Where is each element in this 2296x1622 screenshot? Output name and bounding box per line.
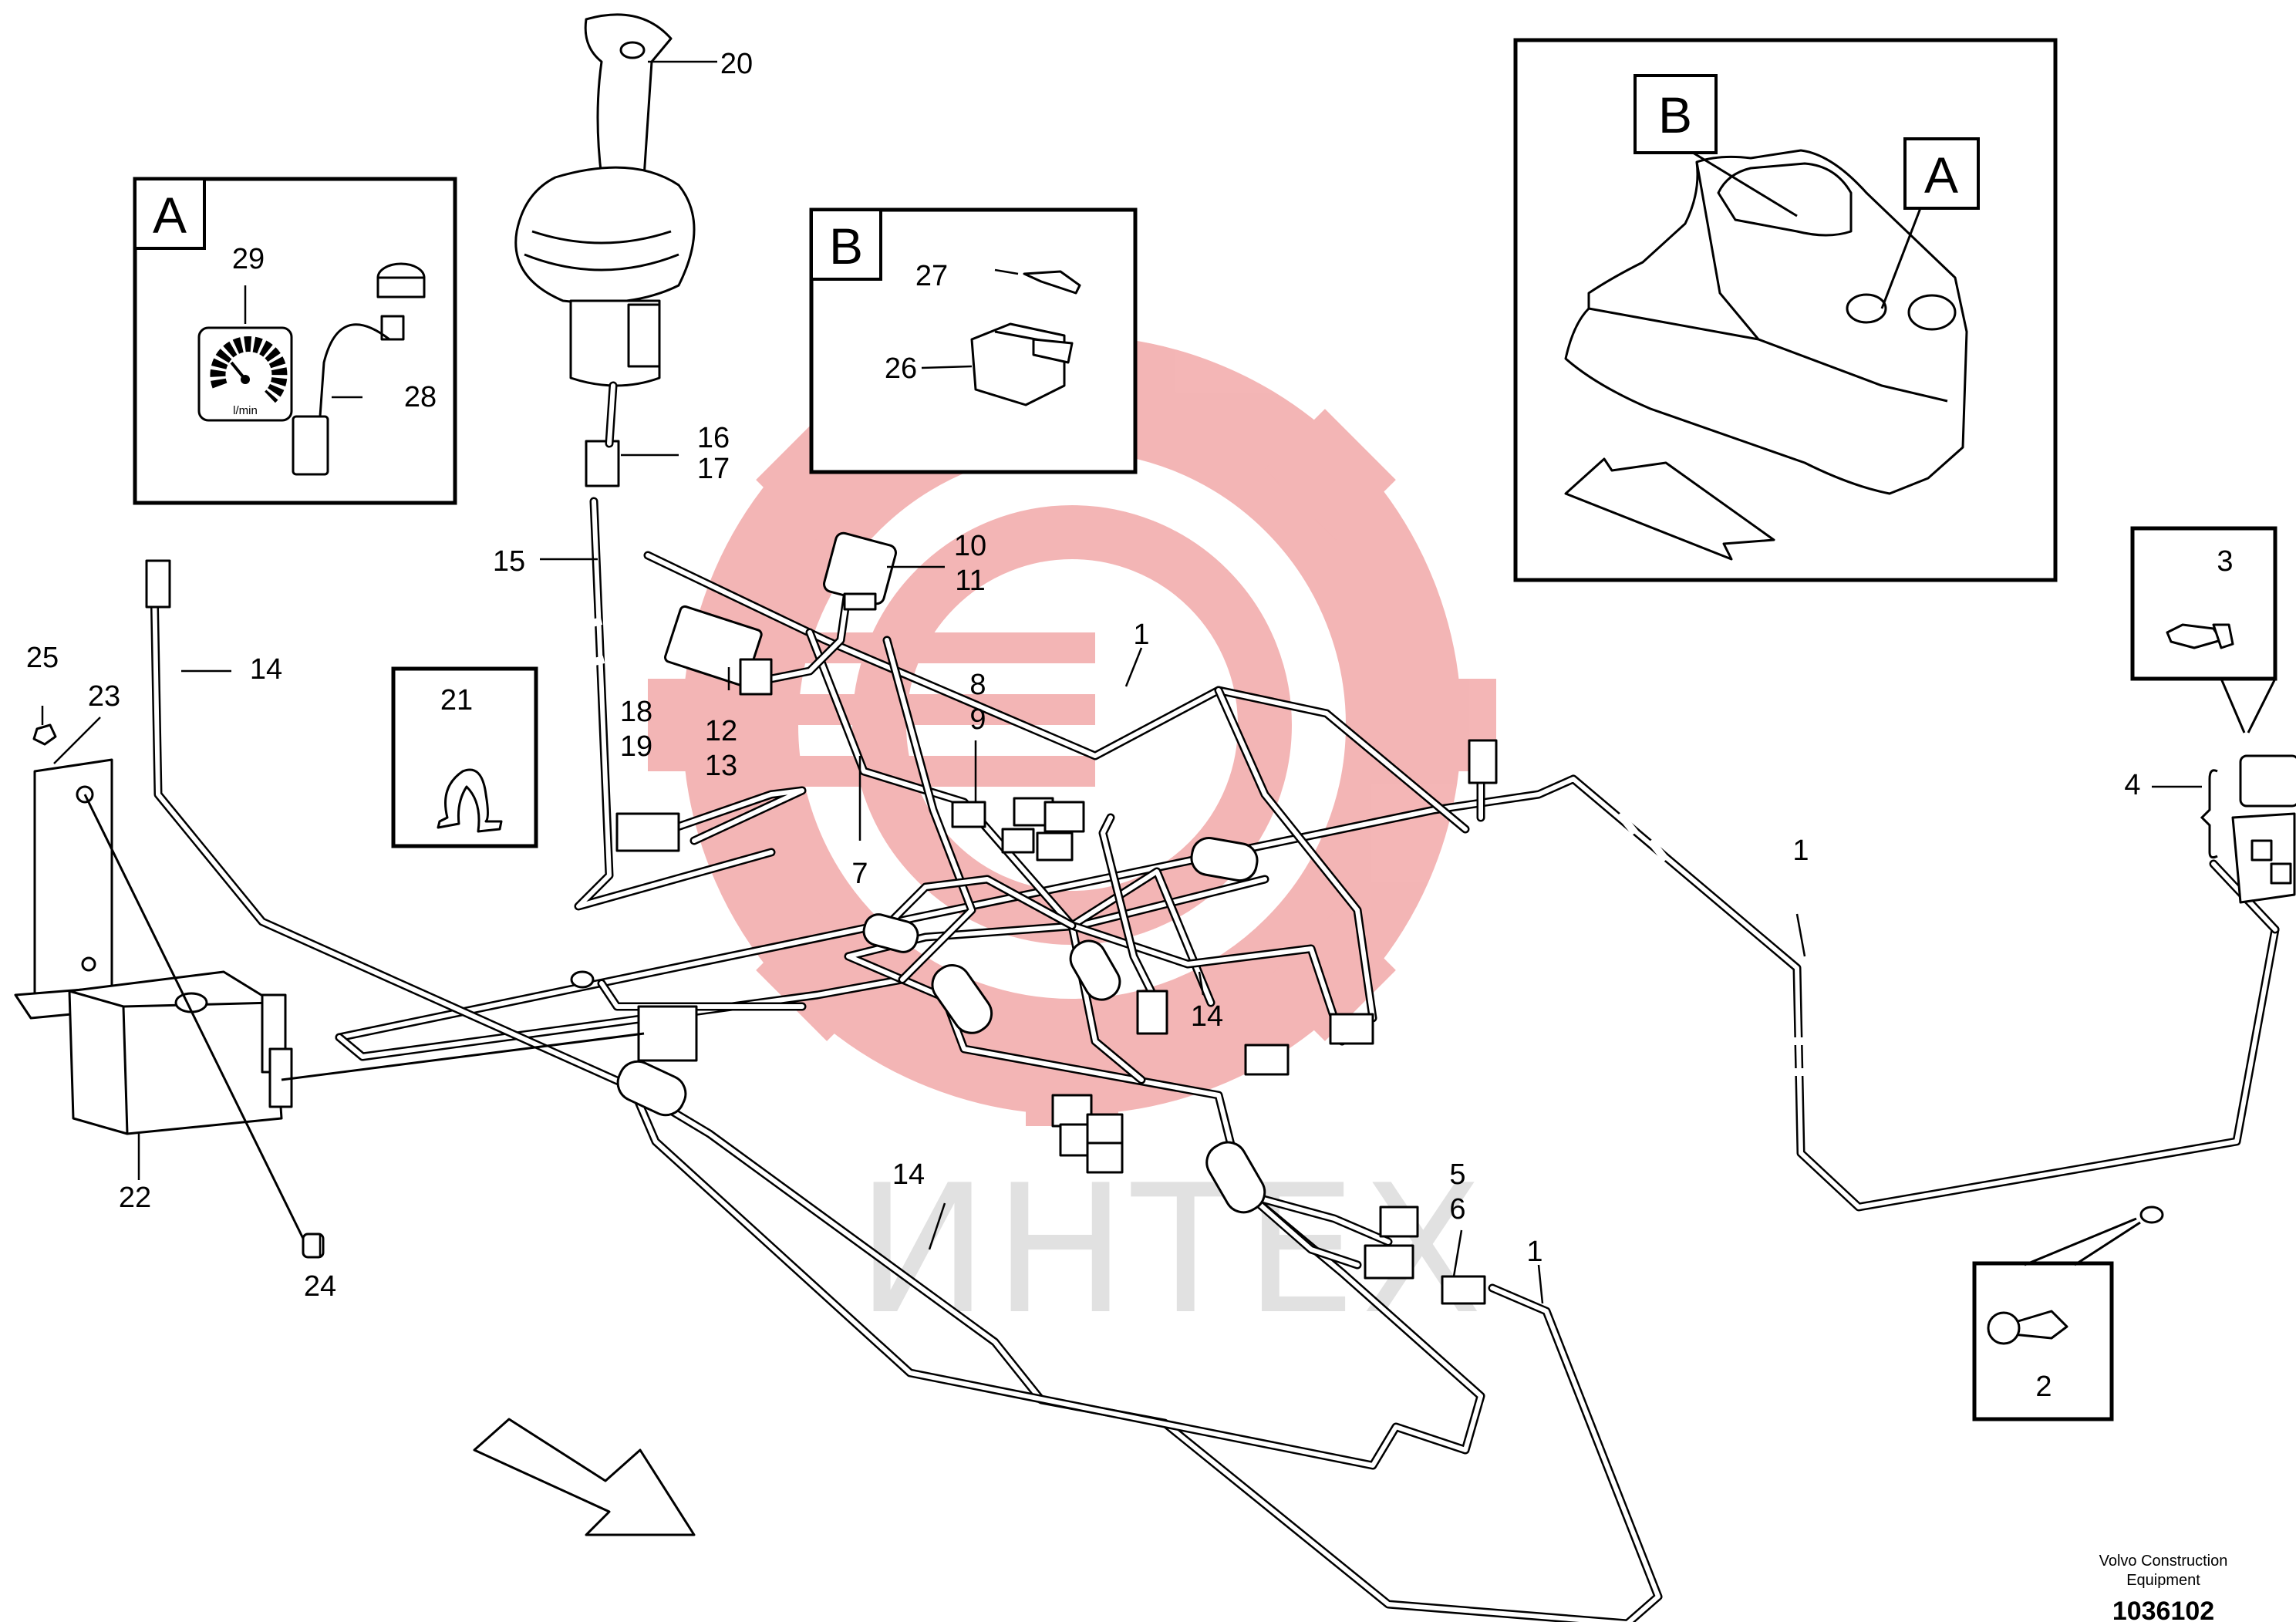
callout-1c: 1 [1526,1236,1542,1268]
gauge-unit: l/min [233,404,258,417]
callout-26: 26 [885,352,917,385]
callout-14b: 14 [1191,1000,1223,1033]
callout-10: 10 [954,530,986,562]
callout-9: 9 [969,703,986,736]
detail-box-a: A l/min [133,177,457,505]
callout-14a: 14 [250,653,282,686]
connector-18-19 [615,812,680,852]
drawing-number: 1036102 [2112,1597,2214,1622]
callout-6: 6 [1449,1193,1465,1226]
lever-cap-27 [1023,270,1081,295]
connector-5-6 [1364,1206,1486,1305]
detail-box-21 [391,666,538,848]
connector-pair-low [1051,1094,1124,1174]
ring-terminal-right [2139,1206,2164,1224]
footer-credits: Volvo Construction Equipment 1036102 [2099,1553,2228,1622]
callout-5: 5 [1449,1158,1465,1191]
callout-17: 17 [697,453,730,485]
detail-label-a: A [153,187,187,244]
connector-14-left [145,559,171,609]
callout-2: 2 [2035,1371,2052,1403]
callout-25: 25 [26,642,59,674]
wire-break-marks [325,617,2093,1152]
callout-21: 21 [440,684,473,717]
joystick-20 [514,13,696,448]
fuse-holder-4 [2200,754,2296,904]
ferrite-sleeves [616,837,1266,1214]
direction-arrow-icon [473,1418,696,1536]
callout-22: 22 [119,1182,151,1214]
ring-terminal-center [570,970,595,989]
switch-26 [970,322,1074,406]
console-overview-box: B A [1513,38,2058,582]
callout-24: 24 [304,1270,336,1303]
connector-center-box [637,1005,698,1062]
callout-7: 7 [851,858,868,890]
connector-top-right [1468,739,1498,784]
connector-16-17 [585,440,620,487]
detail-box-3 [2130,526,2277,733]
switch-12-13 [664,605,773,696]
callout-29: 29 [232,243,265,275]
detail-box-2 [1972,1217,2141,1421]
callout-1b: 1 [1792,835,1809,867]
potentiometer-28 [292,262,426,476]
callout-8: 8 [969,669,986,701]
connector-8-9 [951,801,1035,854]
callout-16: 16 [697,422,730,454]
leader-lines [41,60,2202,1304]
callout-1: 1 [1133,619,1149,651]
callout-27: 27 [915,260,948,292]
callout-28: 28 [404,381,437,413]
console-direction-arrow-icon [1564,457,1775,561]
ecu-lead-wire [281,1032,645,1081]
harness-connectors [145,440,2164,1305]
nut-25 [32,723,57,746]
callout-19: 19 [620,730,652,763]
callout-18: 18 [620,696,652,728]
console-label-a: A [1924,147,1958,204]
callout-14c: 14 [892,1158,925,1191]
callout-23: 23 [88,680,120,713]
connector-pair-center [1013,797,1085,862]
console-label-b: B [1658,86,1692,143]
callout-4: 4 [2124,769,2140,801]
callout-numbers: 1 1 1 2 3 4 5 6 7 8 9 10 11 12 13 14 14 … [26,48,2234,1403]
callout-13: 13 [705,750,737,782]
relay-10-11 [823,531,897,611]
brand-name-line2: Equipment [2126,1572,2200,1589]
callout-15: 15 [493,545,525,578]
callout-20: 20 [720,48,753,80]
detail-label-b: B [829,218,863,275]
callout-3: 3 [2217,545,2233,578]
brand-name: Volvo Construction [2099,1553,2228,1570]
callout-12: 12 [705,715,737,747]
flow-gauge-29: l/min [197,326,293,422]
bracket-23 [14,758,113,1020]
ecu-22 [68,970,293,1135]
connector-pair-right [1244,1013,1374,1076]
detail-box-b: B [809,207,1138,474]
connector-14-vertical [1136,990,1168,1035]
callout-11: 11 [955,565,985,597]
bolt-24 [83,794,325,1259]
